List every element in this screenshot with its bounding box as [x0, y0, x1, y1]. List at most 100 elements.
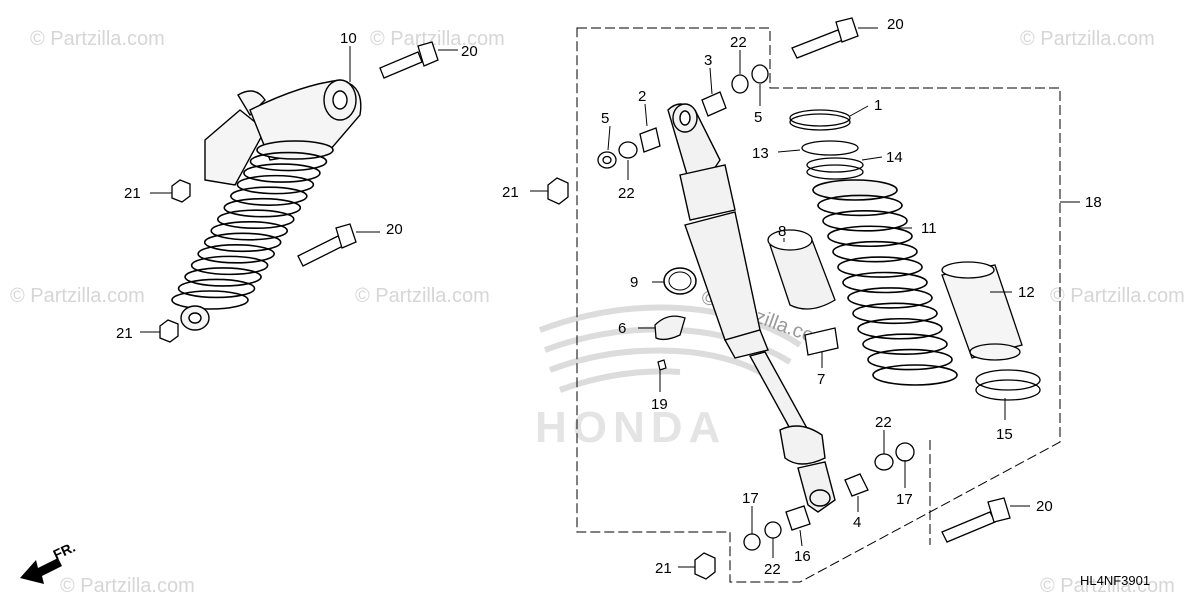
spring-coil: [817, 194, 903, 217]
washer-17-right: [895, 442, 915, 462]
callout-9: 9: [630, 274, 638, 291]
front-marker-label: FR.: [51, 539, 78, 563]
upper-spring-seat: [806, 157, 864, 180]
washer-5-left-hole: [602, 155, 612, 165]
watermark-text: © Partzilla.com: [355, 285, 490, 307]
bearing-2: [639, 127, 661, 153]
damper-rod: [748, 351, 810, 435]
damper-cylinder: [684, 211, 761, 341]
callout-8: 8: [778, 223, 786, 240]
reservoir-body: [204, 109, 266, 186]
nut-upper-right: [547, 177, 569, 205]
seal-22-top: [731, 74, 749, 94]
spring-coil: [243, 163, 321, 183]
callout-3: 3: [704, 52, 712, 69]
callout-20: 20: [461, 43, 478, 60]
callout-14: 14: [886, 149, 903, 166]
spring-coil: [867, 348, 953, 371]
callout-1: 1: [874, 97, 882, 114]
spring-coil: [827, 225, 913, 248]
callout-22: 22: [730, 34, 747, 51]
callout-21: 21: [655, 560, 672, 577]
bolt-upper-left: [379, 41, 439, 79]
front-arrow-icon: [20, 558, 62, 584]
nut-upper-left: [171, 179, 191, 203]
spring-coil: [184, 267, 262, 287]
watermark-text: © Partzilla.com: [1040, 575, 1175, 597]
spring-coil: [842, 271, 928, 294]
callout-4: 4: [853, 514, 861, 531]
washer-5-top: [751, 64, 769, 84]
bolt-lower-right: [941, 497, 1011, 543]
spring-coil: [249, 151, 328, 172]
callout-22: 22: [875, 414, 892, 431]
damper-body: [667, 103, 836, 513]
coil-spring: [812, 179, 958, 386]
callout-20: 20: [887, 16, 904, 33]
callout-10: 10: [340, 30, 357, 47]
spring-coil: [857, 317, 943, 340]
spring-cover: [941, 261, 1023, 361]
lower-eye-hole: [188, 312, 202, 324]
o-ring: [663, 267, 697, 295]
damper-bump-stop: [779, 425, 826, 465]
reservoir-cap: [237, 90, 266, 117]
callout-19: 19: [651, 396, 668, 413]
watermark-text: © Partzilla.com: [60, 575, 195, 597]
watermark-text: © Partzilla.com: [1050, 285, 1185, 307]
callout-13: 13: [752, 145, 769, 162]
callout-15: 15: [996, 426, 1013, 443]
spring-coil: [822, 210, 908, 232]
lock-nut: [801, 140, 859, 156]
callout-21: 21: [124, 185, 141, 202]
spring-coil: [837, 256, 923, 278]
seal-22-lower-right: [874, 453, 894, 471]
spring-coil: [852, 302, 938, 325]
small-pin: [657, 359, 667, 371]
watermark-text: © Partzilla.com: [30, 28, 165, 50]
callout-17: 17: [742, 490, 759, 507]
lower-spring-seat: [975, 369, 1041, 401]
nut-lower-right: [694, 552, 716, 580]
callout-22: 22: [618, 185, 635, 202]
damper-top-eye-hole: [679, 110, 691, 126]
adjuster-knob: [654, 315, 686, 341]
damper-thread: [723, 329, 769, 359]
stopper-collar: [804, 327, 839, 356]
spring-coil: [230, 186, 308, 206]
spring-coil: [210, 220, 289, 241]
callout-12: 12: [1018, 284, 1035, 301]
callout-20: 20: [1036, 498, 1053, 515]
callout-16: 16: [794, 548, 811, 565]
spring-coil: [847, 287, 933, 309]
callout-7: 7: [817, 371, 825, 388]
leader-lines: [140, 27, 1080, 568]
assembly-border-dashed: [576, 27, 1061, 583]
spring-coil: [236, 174, 315, 195]
spring-coil: [190, 255, 269, 276]
bolt-top-right: [791, 17, 859, 59]
spring-coil: [872, 364, 958, 386]
bearing-16: [785, 505, 811, 531]
callout-17: 17: [896, 491, 913, 508]
callout-5: 5: [601, 110, 609, 127]
o-ring-inner: [668, 271, 692, 291]
diagram-code: HL4NF3901: [1080, 573, 1150, 588]
seal-22-lower-left: [764, 521, 782, 539]
callout-2: 2: [638, 88, 646, 105]
watermark-text: © Partzilla.com: [370, 28, 505, 50]
spring-coil: [177, 278, 256, 299]
spring-coil: [171, 290, 249, 310]
callout-6: 6: [618, 320, 626, 337]
collar-4: [844, 473, 869, 497]
spring-coil: [197, 244, 275, 264]
callout-21: 21: [116, 325, 133, 342]
washer-17-left: [743, 533, 761, 551]
callout-21: 21: [502, 184, 519, 201]
callout-labels: 10 20 21 20 21 21 5 22 2 3 22 5 20 1 13 …: [116, 16, 1102, 578]
watermark-text: © Partzilla.com: [10, 285, 145, 307]
callout-18: 18: [1085, 194, 1102, 211]
collar-3: [701, 91, 727, 117]
spring-coil: [832, 240, 918, 263]
